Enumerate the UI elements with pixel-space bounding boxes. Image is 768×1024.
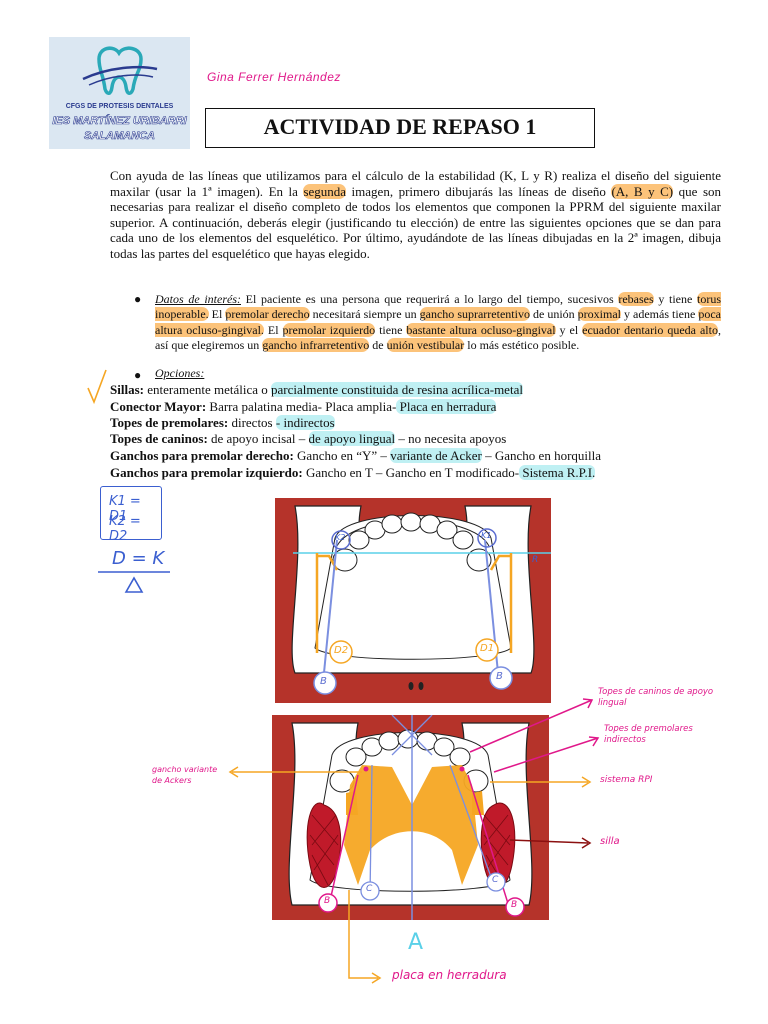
label-d2: D2 — [334, 645, 349, 656]
opciones-label: Opciones: — [155, 366, 205, 380]
highlight: unión vestibular — [386, 337, 465, 352]
option-text: enteramente metálica o — [143, 382, 272, 397]
label-k2: K2 — [335, 533, 346, 542]
highlight: proximal — [577, 307, 621, 322]
label-gancho-acker: gancho variante de Ackers — [152, 765, 218, 785]
intro-text-1: Con ayuda de las líneas que utilizamos p… — [110, 168, 721, 199]
datos-label: Datos de interés: — [155, 292, 241, 306]
option-label: Conector Mayor: — [110, 399, 207, 414]
label-c-right: C — [492, 875, 499, 885]
option-text: Gancho en “Y” – — [293, 448, 391, 463]
option-label: Topes de premolares: — [110, 415, 229, 430]
tooth-logo-icon — [82, 46, 158, 95]
option-topes-caninos: Topes de caninos: de apoyo incisal – de … — [110, 431, 506, 447]
author-name: Gina Ferrer Hernández — [207, 70, 341, 84]
option-chosen: de apoyo lingual — [308, 431, 396, 446]
formula-box: K1 = D1 K2 = D2 — [100, 486, 162, 544]
option-text: directos — [228, 415, 276, 430]
option-chosen: Placa en herradura — [396, 399, 497, 414]
option-gancho-izquierdo: Ganchos para premolar izquierdo: Gancho … — [110, 465, 596, 481]
label-b-right: B — [496, 671, 503, 682]
option-text: – Gancho en horquilla — [481, 448, 602, 463]
highlight-abc: (A, B y C) — [611, 183, 674, 199]
label-placa-herradura: placa en herradura — [392, 968, 507, 982]
datos-paragraph: Datos de interés: El paciente es una per… — [155, 292, 722, 353]
bullet-icon: ● — [134, 292, 142, 306]
label-topes-premolares: Topes de premolares indirectos — [604, 724, 693, 745]
checkmark-icon — [87, 369, 107, 405]
intro-paragraph: Con ayuda de las líneas que utilizamos p… — [110, 168, 721, 262]
label-k1: K1 — [481, 531, 492, 540]
option-label: Topes de caninos: — [110, 431, 208, 446]
option-chosen: parcialmente constituida de resina acríl… — [271, 382, 523, 397]
option-label: Ganchos para premolar izquierdo: — [110, 465, 303, 480]
option-text: – no necesita apoyos — [395, 431, 507, 446]
school-line-1: CFGS DE PROTESIS DENTALES — [65, 103, 174, 110]
datos-text: y el — [555, 322, 583, 337]
highlight: ecuador dentario queda alto — [582, 322, 718, 337]
label-d1: D1 — [480, 643, 495, 654]
title-box: ACTIVIDAD DE REPASO 1 — [205, 108, 595, 148]
highlight: rebases — [618, 292, 654, 306]
school-logo: CFGS DE PROTESIS DENTALES IES MARTÍNEZ U… — [49, 37, 190, 149]
label-c-left: C — [366, 884, 373, 894]
intro-text-3: que son necesarias para realizar el dise… — [110, 183, 721, 261]
option-conector-mayor: Conector Mayor: Barra palatina media- Pl… — [110, 399, 497, 415]
datos-text: tiene — [375, 322, 407, 337]
option-label: Ganchos para premolar derecho: — [110, 448, 294, 463]
label-b-left: B — [320, 676, 327, 687]
intro-text-2: imagen, primero dibujarás las líneas de … — [346, 183, 612, 199]
formula-k1: K1 = D1 — [109, 494, 141, 524]
datos-text: de — [369, 337, 387, 352]
option-chosen: variante de Acker — [390, 448, 482, 463]
option-label: Sillas: — [110, 382, 144, 397]
maxilar-image-1: K2 K1 R D2 D1 B B — [275, 498, 571, 703]
datos-text: y además tiene — [621, 307, 699, 322]
label-r: R — [532, 555, 539, 565]
datos-text: El paciente es una persona que requerirá… — [241, 292, 619, 306]
option-chosen: - indirectos — [275, 415, 335, 430]
option-text: de apoyo incisal – — [207, 431, 309, 446]
option-topes-premolares: Topes de premolares: directos - indirect… — [110, 415, 335, 431]
datos-text: lo más estético posible. — [464, 337, 580, 352]
label-a: A — [408, 930, 424, 955]
highlight: gancho infrarretentivo — [262, 337, 370, 352]
label-topes-caninos: Topes de caninos de apoyo lingual — [598, 687, 714, 708]
datos-text: y tiene — [653, 292, 697, 306]
highlight-segunda: segunda — [303, 183, 347, 199]
school-line-2: IES MARTÍNEZ URIBARRI — [52, 115, 187, 128]
school-line-3: SALAMANCA — [84, 130, 155, 143]
label-b-left: B — [324, 896, 331, 906]
bullet-icon: ● — [134, 368, 142, 382]
highlight: gancho suprarretentivo — [419, 307, 530, 322]
formula-k2: K2 = D2 — [109, 514, 141, 544]
datos-text: necesitará siempre un — [309, 307, 420, 322]
option-gancho-derecho: Ganchos para premolar derecho: Gancho en… — [110, 448, 601, 464]
delta-fraction-icon — [98, 571, 170, 593]
option-chosen: Sistema R.P.I. — [519, 465, 596, 480]
page-title: ACTIVIDAD DE REPASO 1 — [263, 114, 537, 139]
highlight: bastante altura ocluso-gingival — [406, 322, 556, 337]
option-text: Barra palatina media- Placa amplia- — [206, 399, 397, 414]
option-text: Gancho en T – Gancho en T modificado- — [302, 465, 520, 480]
label-b-right: B — [511, 900, 518, 910]
label-silla: silla — [600, 836, 620, 847]
label-sistema-rpi: sistema RPI — [600, 775, 653, 785]
highlight: premolar derecho — [225, 307, 310, 322]
highlight: premolar izquierdo — [282, 322, 376, 337]
datos-text: El — [263, 322, 283, 337]
datos-text: El — [208, 307, 226, 322]
datos-text: , así que elegiremos un — [155, 322, 721, 352]
option-sillas: Sillas: enteramente metálica o parcialme… — [110, 382, 523, 398]
formula-d: D = K — [112, 548, 165, 569]
datos-text: de unión — [529, 307, 578, 322]
maxilar-drawing-1 — [291, 505, 571, 695]
